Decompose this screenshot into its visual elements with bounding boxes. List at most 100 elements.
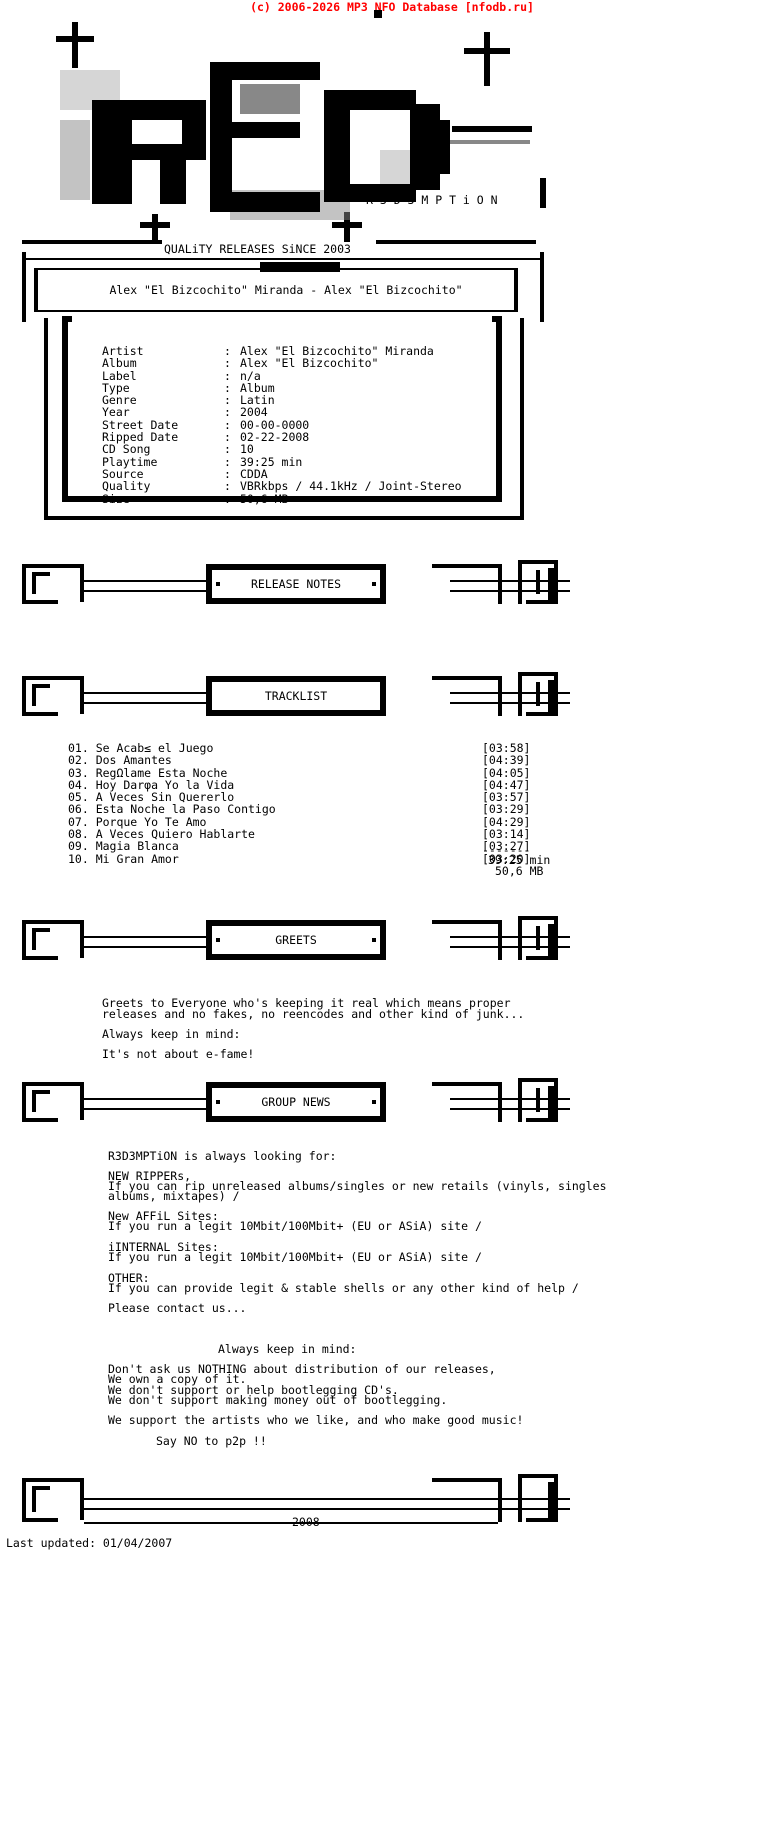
track-row: 05. A Veces Sin Quererlo [03:57] (68, 790, 531, 805)
info-row: Street Date:00-00-0000 (102, 417, 462, 432)
news-other-title: OTHER: (108, 1271, 150, 1285)
info-value: CDDA (240, 466, 268, 481)
info-separator: : (224, 442, 231, 457)
footer-year: 2008 (292, 1515, 320, 1529)
info-value: n/a (240, 368, 261, 383)
news-keep-in-mind: Always keep in mind: (218, 1342, 357, 1356)
tracklist-total-size: 50,6 MB (495, 864, 544, 878)
track-time: [03:20] (482, 851, 531, 866)
info-row: Source: CDDA (102, 466, 462, 481)
info-key: Artist (102, 344, 144, 358)
info-separator: : (224, 405, 231, 420)
info-value: Alex "El Bizcochito" (240, 356, 379, 371)
info-value: Latin (240, 393, 275, 408)
info-value: Album (240, 380, 275, 395)
track-name: 01. Se Acab≤ el Juego (68, 741, 214, 755)
track-name: 02. Dos Amantes (68, 753, 172, 768)
tagline-rule-left (22, 240, 162, 244)
section-title: GREETS (275, 933, 317, 947)
track-row: 01. Se Acab≤ el Juego [03:58] (68, 741, 531, 755)
track-time: [03:57] (482, 790, 531, 805)
news-support: We support the artists who we like, and … (108, 1413, 524, 1427)
info-key: CD Song (102, 442, 151, 457)
track-name: 04. Hoy Darφa Yo la Vida (68, 777, 235, 792)
info-separator: : (224, 380, 231, 395)
track-row: 09. Magia Blanca[03:27] (68, 839, 530, 854)
news-rippers-title: NEW RIPPERs, (108, 1169, 192, 1183)
news-p2p: Say NO to p2p !! (156, 1434, 267, 1448)
track-row: 02. Dos Amantes [04:39] (68, 753, 531, 768)
news-rule-4: We don't support making money out of boo… (108, 1393, 448, 1407)
track-row: 04. Hoy Darφa Yo la Vida [04:47] (68, 777, 531, 792)
track-name: 07. Porque Yo Te Amo (68, 814, 207, 829)
section-title: TRACKLIST (264, 689, 328, 703)
info-row: Type: Album (102, 380, 462, 395)
tracklist: 01. Se Acab≤ el Juego[03:58]02. Dos Aman… (68, 742, 530, 865)
info-separator: : (224, 356, 231, 371)
section-title: RELEASE NOTES (250, 577, 341, 591)
tracklist-divider: ------- (482, 843, 531, 857)
track-row: 03. RegΩlame Esta Noche [04:05] (68, 765, 531, 780)
info-value: Alex "El Bizcochito" Miranda (240, 344, 434, 358)
info-key: Label (102, 368, 137, 383)
info-key: Ripped Date (102, 430, 179, 445)
news-affil-title: New AFFiL Sites: (108, 1209, 219, 1223)
info-separator: : (224, 417, 231, 432)
info-separator: : (224, 393, 231, 408)
track-name: 09. Magia Blanca (68, 839, 179, 854)
news-rule-3: We don't support or help bootlegging CD'… (108, 1383, 399, 1397)
info-row: Size:50,6 MB (102, 491, 462, 506)
news-internal-line: If you run a legit 10Mbit/100Mbit+ (EU o… (108, 1250, 482, 1264)
info-separator: : (224, 344, 231, 358)
group-name: R 3 D 3 M P T i O N (366, 193, 498, 207)
track-time: [04:39] (482, 753, 531, 768)
track-row: 07. Porque Yo Te Amo[04:29] (68, 814, 530, 829)
info-separator: : (224, 466, 231, 481)
info-value: VBRkbps / 44.1kHz / Joint-Stereo (240, 479, 462, 494)
section-header-greets: GREETS (22, 912, 660, 970)
info-row: Genre:Latin (102, 393, 462, 408)
track-name: 05. A Veces Sin Quererlo (68, 790, 235, 805)
greets-line-3: Always keep in mind: (102, 1027, 241, 1041)
track-name: 10. Mi Gran Amor (68, 851, 179, 866)
track-row: 06. Esta Noche la Paso Contigo[03:29] (68, 803, 530, 816)
info-value: 00-00-0000 (240, 417, 310, 432)
tagline-rule-right (376, 240, 536, 244)
info-key: Type (102, 380, 130, 395)
info-separator: : (224, 368, 231, 383)
tracklist-total-time: 39:25 min (488, 853, 551, 867)
news-other-line: If you can provide legit & stable shells… (108, 1281, 579, 1295)
track-time: [03:58] (482, 741, 531, 755)
footer-frame (22, 1470, 660, 1530)
info-separator: : (224, 454, 231, 469)
info-separator: : (224, 479, 231, 494)
info-key: Street Date (102, 417, 179, 432)
news-intro: R3D3MPTiON is always looking for: (108, 1149, 337, 1163)
info-value: 2004 (240, 405, 268, 420)
info-separator: : (224, 430, 231, 445)
track-time: [04:47] (482, 777, 531, 792)
tagline: QUALiTY RELEASES SiNCE 2003 (164, 242, 351, 256)
section-header-release-notes: RELEASE NOTES (22, 556, 660, 614)
info-value: 39:25 min (240, 454, 303, 469)
info-separator: : (224, 491, 231, 506)
info-row: Ripped Date:02-22-2008 (102, 430, 462, 445)
info-key: Playtime (102, 454, 158, 469)
track-row: 08. A Veces Quiero Hablarte[03:14] (68, 827, 530, 842)
news-internal-title: iINTERNAL Sites: (108, 1240, 219, 1254)
section-title: GROUP NEWS (261, 1095, 331, 1109)
group-news-title-box: GROUP NEWS (206, 1082, 386, 1122)
greets-title-box: GREETS (206, 920, 386, 960)
info-value: 10 (240, 442, 254, 457)
track-name: 08. A Veces Quiero Hablarte (68, 827, 255, 842)
info-key: Source (102, 466, 144, 481)
info-value: 02-22-2008 (240, 430, 310, 445)
track-time: [04:05] (482, 765, 531, 780)
track-name: 03. RegΩlame Esta Noche (68, 765, 228, 780)
greets-line-2: releases and no fakes, no reencodes and … (102, 1007, 525, 1021)
release-title: Alex "El Bizcochito" Miranda - Alex "El … (109, 283, 463, 297)
section-header-tracklist: TRACKLIST (22, 668, 660, 726)
section-header-group-news: GROUP NEWS (22, 1074, 660, 1132)
copyright-link[interactable]: (c) 2006-2026 MP3 NFO Database [nfodb.ru… (250, 0, 534, 14)
